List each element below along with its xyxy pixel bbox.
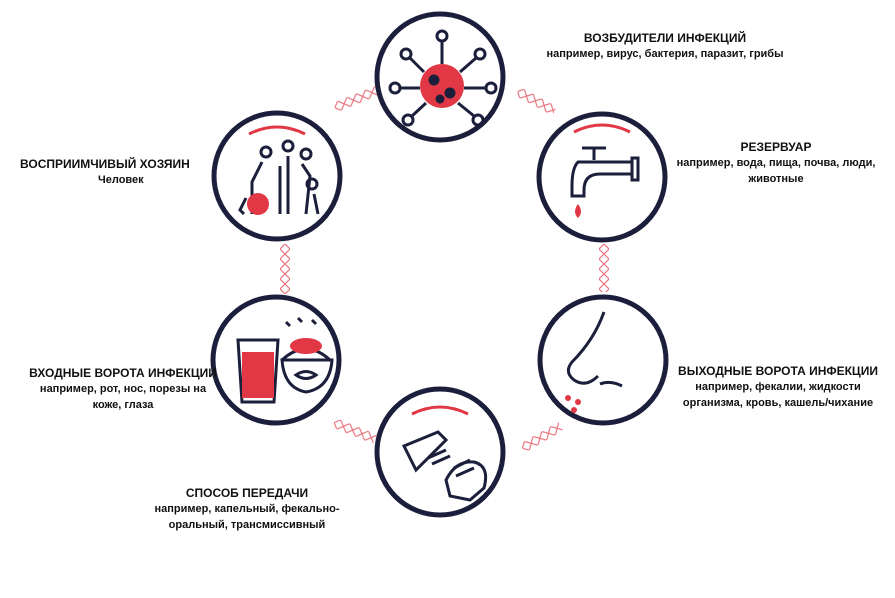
label-reservoir: РЕЗЕРВУАР например, вода, пища, почва, л… <box>676 139 876 187</box>
label-transmission: СПОСОБ ПЕРЕДАЧИ например, капельный, фек… <box>136 485 358 533</box>
hands-icon <box>401 430 488 502</box>
accent-arc <box>411 405 469 416</box>
stage-desc: например, вирус, бактерия, паразит, гриб… <box>546 48 784 60</box>
label-entry: ВХОДНЫЕ ВОРОТА ИНФЕКЦИИ например, рот, н… <box>28 365 218 413</box>
chain-link-transmission-entry <box>332 418 377 444</box>
stage-circle-exit <box>537 294 669 426</box>
faucet-icon <box>570 146 640 218</box>
stage-title: ВОСПРИИМЧИВЫЙ ХОЗЯИН <box>20 157 190 171</box>
accent-arc <box>573 123 631 134</box>
stage-circle-host <box>211 110 343 242</box>
label-exit: ВЫХОДНЫЕ ВОРОТА ИНФЕКЦИИ например, фекал… <box>672 363 884 411</box>
stage-title: ВХОДНЫЕ ВОРОТА ИНФЕКЦИИ <box>29 366 217 380</box>
stage-title: ВОЗБУДИТЕЛИ ИНФЕКЦИЙ <box>583 31 747 45</box>
label-host: ВОСПРИИМЧИВЫЙ ХОЗЯИН Человек <box>20 156 210 188</box>
chain-link-exit-transmission <box>520 422 564 453</box>
chain-links <box>280 85 609 453</box>
stage-circle-reservoir <box>536 111 668 243</box>
stage-title: СПОСОБ ПЕРЕДАЧИ <box>185 486 309 500</box>
stage-title: ВЫХОДНЫЕ ВОРОТА ИНФЕКЦИИ <box>678 364 878 378</box>
nose-icon <box>565 311 623 413</box>
chain-link-reservoir-exit <box>599 244 609 292</box>
stage-circle-agent <box>374 11 506 143</box>
stage-desc: например, фекалии, жидкости организма, к… <box>682 381 874 409</box>
virus-icon <box>388 29 498 127</box>
stage-desc: например, рот, нос, порезы на коже, глаз… <box>39 383 207 411</box>
chain-link-host-agent <box>333 85 380 113</box>
stage-circle-entry <box>210 294 342 426</box>
chain-link-agent-reservoir <box>515 87 558 116</box>
accent-arc <box>248 125 306 136</box>
stage-desc: Человек <box>98 174 144 186</box>
label-agent: ВОЗБУДИТЕЛИ ИНФЕКЦИЙ например, вирус, ба… <box>515 30 815 62</box>
people-icon <box>238 139 320 216</box>
food-icon <box>236 316 334 404</box>
stage-desc: например, капельный, фекально-оральный, … <box>154 503 340 531</box>
stage-title: РЕЗЕРВУАР <box>740 140 812 154</box>
chain-link-entry-host <box>280 244 290 294</box>
stage-circle-transmission <box>374 386 506 518</box>
stage-desc: например, вода, пища, почва, люди, живот… <box>676 157 876 185</box>
